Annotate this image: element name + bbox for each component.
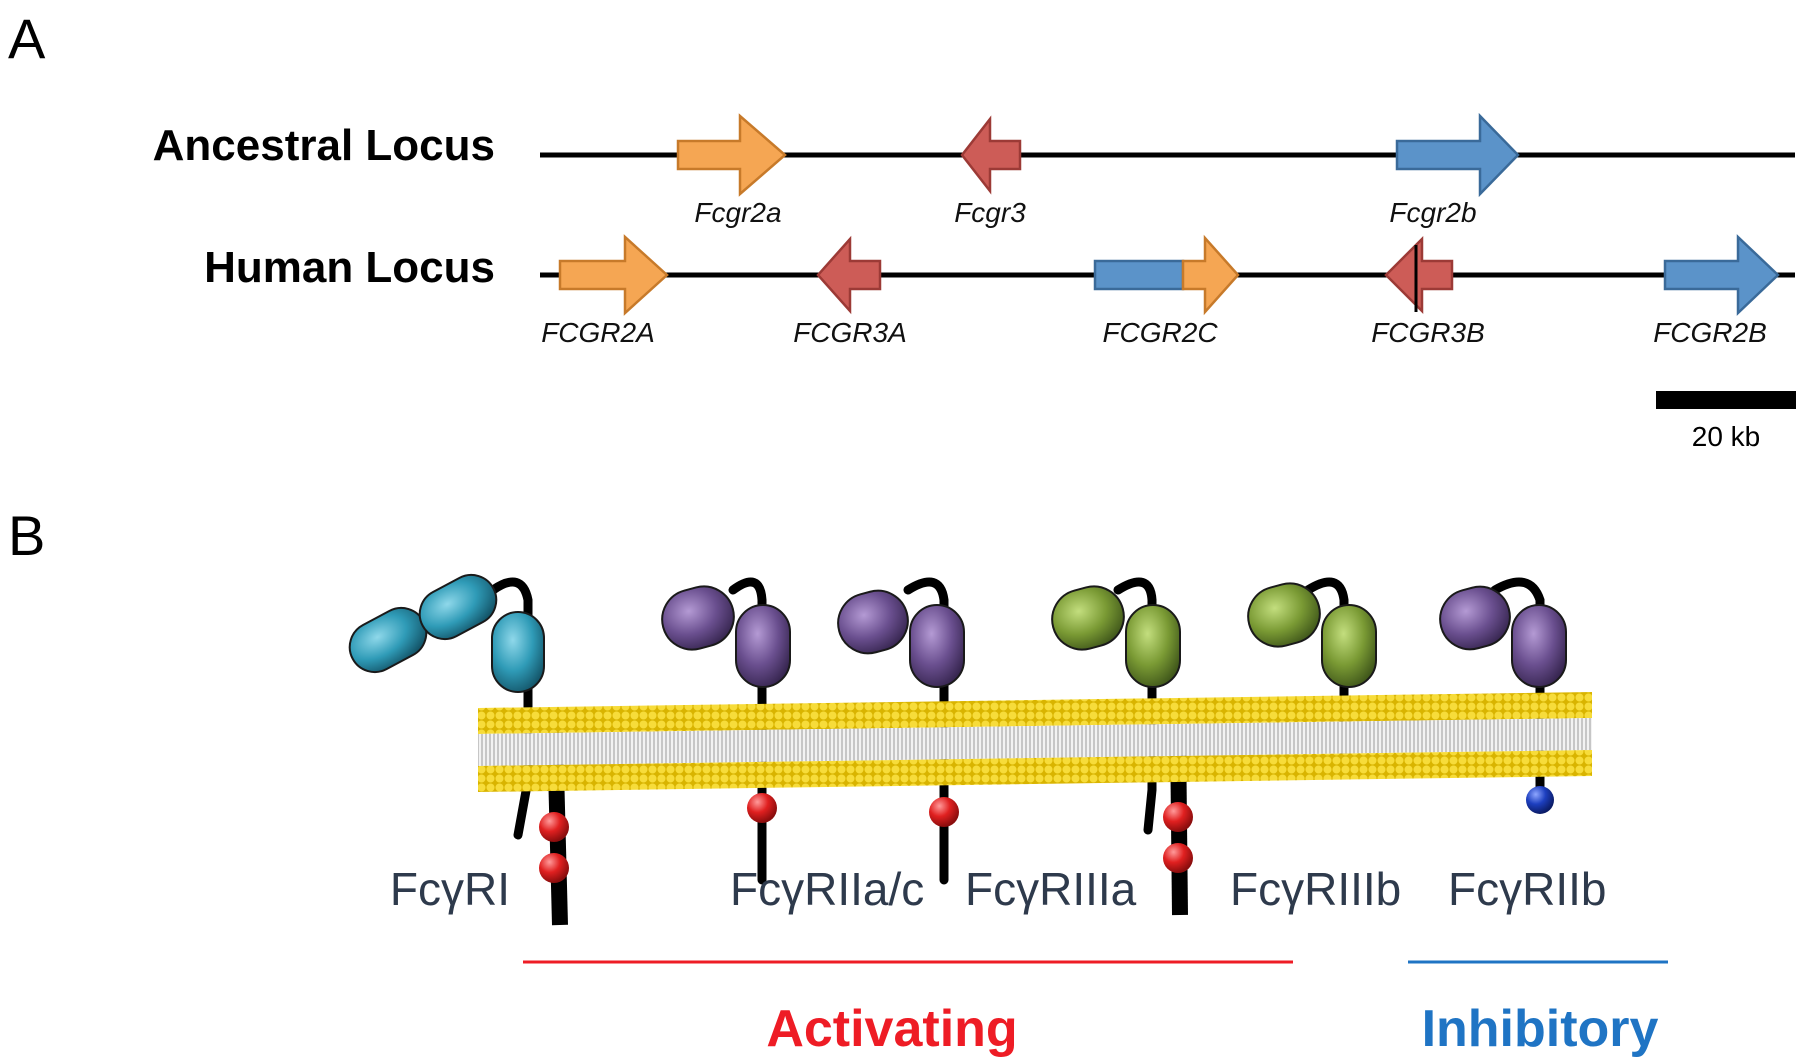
inhibitory-label: Inhibitory bbox=[1422, 1000, 1659, 1058]
receptor-stalks bbox=[488, 577, 1545, 885]
receptor-fcgr2b-domains bbox=[1439, 585, 1567, 688]
gene-arrow-icon bbox=[558, 234, 669, 316]
cell-membrane bbox=[478, 692, 1592, 792]
chimeric-gene-arrow-icon bbox=[1093, 234, 1240, 316]
gene-label-FCGR3A: FCGR3A bbox=[793, 317, 907, 348]
receptor-fcgr2a-domains bbox=[661, 585, 791, 688]
scale-bar bbox=[1656, 391, 1796, 409]
receptor-fcgr3b-domains bbox=[1247, 582, 1377, 688]
scale-bar-label: 20 kb bbox=[1692, 421, 1761, 452]
gene-arrow-icon bbox=[816, 235, 882, 315]
gene-label-FCGR3B: FCGR3B bbox=[1371, 317, 1485, 348]
human-locus-label: Human Locus bbox=[204, 243, 495, 292]
gene-label-FCGR2B: FCGR2B bbox=[1653, 317, 1767, 348]
gene-label-fcgr2a: Fcgr2a bbox=[694, 197, 781, 228]
itim-motif bbox=[1526, 786, 1554, 814]
gene-arrow-icon bbox=[1663, 234, 1780, 316]
panel-b-letter: B bbox=[8, 504, 45, 567]
panel-a-letter: A bbox=[8, 7, 46, 70]
panel-b: B bbox=[8, 504, 1668, 1058]
receptor-label-fcgr2a-c: FcγRIIa/c bbox=[730, 863, 924, 915]
activating-label: Activating bbox=[766, 1000, 1017, 1058]
gene-label-FCGR2C: FCGR2C bbox=[1102, 317, 1218, 348]
gene-label-FCGR2A: FCGR2A bbox=[541, 317, 655, 348]
gene-label-fcgr2b: Fcgr2b bbox=[1389, 197, 1476, 228]
receptor-label-fcgr3b: FcγRIIIb bbox=[1230, 863, 1401, 915]
gene-arrow-icon bbox=[1384, 235, 1454, 315]
gene-label-fcgr3: Fcgr3 bbox=[954, 197, 1026, 228]
panel-a: A Ancestral Locus Fcgr2a Fcgr3 Fcgr2b Hu… bbox=[8, 7, 1796, 452]
gene-arrow-icon bbox=[1395, 112, 1520, 198]
receptor-fcgr3a-domains bbox=[1051, 585, 1181, 688]
gene-arrow-icon bbox=[960, 115, 1022, 195]
receptor-label-fcgr1: FcγRI bbox=[390, 863, 510, 915]
gene-arrow-icon bbox=[676, 113, 787, 197]
ancestral-locus-label: Ancestral Locus bbox=[153, 121, 495, 170]
itam-motifs bbox=[539, 793, 1193, 883]
receptor-fcgr1-domains bbox=[348, 573, 545, 693]
receptor-fcgr2c-domains bbox=[837, 589, 965, 688]
receptor-label-fcgr3a: FcγRIIIa bbox=[965, 863, 1137, 915]
receptor-label-fcgr2b: FcγRIIb bbox=[1448, 863, 1606, 915]
